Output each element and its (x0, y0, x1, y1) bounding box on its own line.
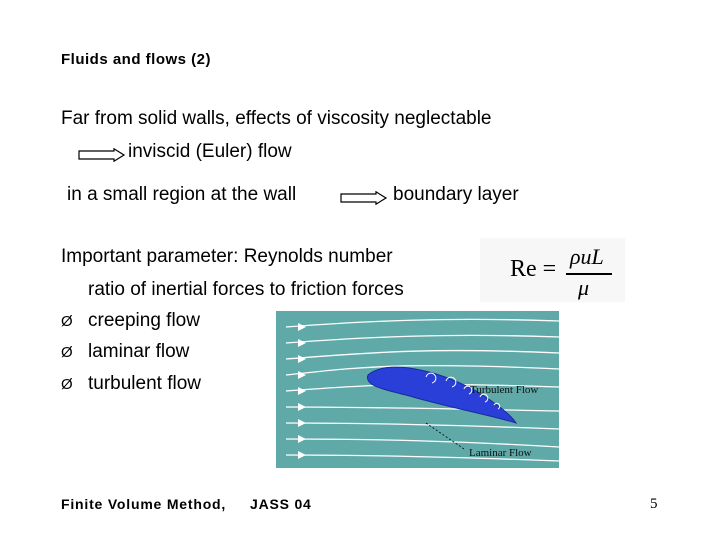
implies-arrow-icon (78, 148, 126, 162)
turbulent-eddies (425, 372, 501, 410)
formula-numerator: ρuL (570, 244, 604, 269)
text-boundary-layer: boundary layer (393, 184, 519, 205)
airfoil-shape (366, 366, 518, 424)
formula-denominator: μ (578, 275, 590, 300)
footer-event: JASS 04 (250, 496, 312, 512)
bullet-arrow-icon: Ø (61, 313, 73, 330)
streamline-arrowheads (298, 323, 306, 459)
label-laminar-flow: Laminar Flow (469, 447, 532, 459)
slide-title: Fluids and flows (2) (61, 51, 212, 68)
reynolds-formula: Re = ρuL μ (480, 238, 625, 302)
fraction-bar (566, 273, 612, 275)
airfoil-flow-figure: Turbulent Flow Laminar Flow (276, 311, 559, 468)
text-reynolds-number: Important parameter: Reynolds number (61, 246, 393, 267)
implies-arrow-icon-2 (340, 191, 388, 205)
bullet-arrow-icon: Ø (61, 344, 73, 361)
text-ratio-forces: ratio of inertial forces to friction for… (88, 279, 404, 300)
text-small-region: in a small region at the wall (67, 184, 297, 205)
formula-lhs: Re = (510, 256, 557, 282)
streamlines (285, 318, 559, 462)
text-inviscid-flow: inviscid (Euler) flow (128, 141, 292, 162)
text-far-from-walls: Far from solid walls, effects of viscosi… (61, 108, 492, 129)
footer-course: Finite Volume Method, (61, 496, 227, 512)
page-number: 5 (650, 496, 658, 512)
label-turbulent-flow: Turbulent Flow (470, 384, 538, 396)
bullet-arrow-icon: Ø (61, 376, 73, 393)
